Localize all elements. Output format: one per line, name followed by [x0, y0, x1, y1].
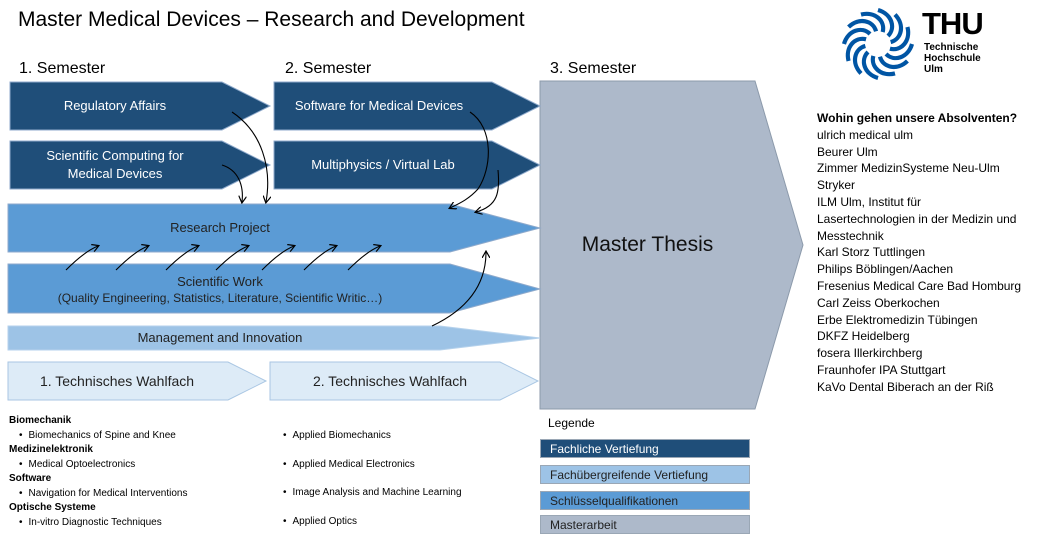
software-medical-devices-arrow [273, 81, 542, 131]
list-item: DKFZ Heidelberg [817, 329, 910, 344]
wahlfach-sem1-list: Biomechanik Biomechanics of Spine and Kn… [9, 414, 188, 530]
logo-wordmark: THU [922, 6, 984, 41]
legend-item-schluessel: Schlüsselqualifikationen [540, 491, 750, 510]
scientific-work-arrow [7, 263, 542, 314]
regulatory-affairs-arrow [9, 81, 272, 131]
wahlfach-item: Applied Biomechanics [283, 422, 462, 451]
wahlfach-category: Medizinelektronik [9, 444, 93, 455]
connector-work-3 [165, 246, 198, 271]
list-item: Stryker [817, 178, 856, 193]
wahlfach-item: Image Analysis and Machine Learning [283, 479, 462, 508]
wahlfach-item: In-vitro Diagnostic Techniques [9, 516, 188, 531]
list-item: Fresenius Medical Care Bad Homburg [817, 278, 1022, 293]
list-item: ulrich medical ulm [817, 127, 914, 142]
wahlfach-category: Software [9, 473, 52, 484]
list-item: Erbe Elektromedizin Tübingen [817, 312, 978, 327]
connector-multiphysics-to-research [476, 169, 500, 212]
thu-logo-icon [841, 7, 915, 81]
connector-work-2 [115, 246, 148, 271]
wahlfach-2-arrow [269, 361, 540, 401]
list-item: Carl Zeiss Oberkochen [817, 295, 940, 310]
alumni-heading: Wohin gehen unsere Absolventen? [817, 111, 1018, 125]
connector-sci-computing-to-research [221, 164, 242, 202]
connector-work-1 [65, 246, 98, 271]
multiphysics-label: Multiphysics / Virtual Lab [311, 157, 455, 172]
connector-work-6 [303, 246, 336, 271]
regulatory-affairs-label: Regulatory Affairs [63, 98, 167, 113]
connector-management-to-research [431, 252, 486, 327]
scientific-work-label: Scientific Work (Quality Engineering, St… [57, 274, 383, 305]
connector-work-7 [347, 246, 380, 271]
wahlfach-2-label: 2. Technisches Wahlfach [312, 373, 468, 389]
software-medical-devices-label: Software for Medical Devices [294, 98, 464, 113]
list-item: ILM Ulm, Institut für [817, 194, 922, 209]
wahlfach-item: Medical Optoelectronics [9, 458, 188, 473]
alumni-list: Wohin gehen unsere Absolventen? ulrich m… [817, 110, 1021, 396]
wahlfach-category: Optische Systeme [9, 502, 96, 513]
master-thesis-label: Master Thesis [581, 233, 714, 256]
wahlfach-item: Biomechanics of Spine and Knee [9, 429, 188, 444]
connector-regulatory-to-research [231, 111, 268, 202]
list-item: Zimmer MedizinSysteme Neu-Ulm [817, 161, 1000, 176]
list-item: Messtechnik [817, 228, 884, 243]
wahlfach-item: Applied Optics [283, 508, 462, 537]
management-label: Management and Innovation [137, 330, 303, 345]
page-title: Master Medical Devices – Research and De… [18, 8, 525, 31]
legend-item-fachliche: Fachliche Vertiefung [540, 439, 750, 458]
scientific-computing-label: Scientific Computing for Medical Devices [46, 148, 184, 181]
wahlfach-category: Biomechanik [9, 415, 72, 426]
multiphysics-arrow [273, 140, 542, 190]
list-item: Philips Böblingen/Aachen [817, 262, 954, 277]
list-item: fosera Illerkirchberg [817, 346, 923, 361]
semester-3-heading: 3. Semester [550, 60, 637, 77]
wahlfach-item: Navigation for Medical Interventions [9, 487, 188, 502]
scientific-computing-arrow [9, 140, 272, 190]
research-project-arrow [7, 203, 542, 253]
wahlfach-item: Applied Medical Electronics [283, 451, 462, 480]
semester-1-heading: 1. Semester [19, 60, 106, 77]
research-project-label: Research Project [170, 220, 270, 235]
list-item: Karl Storz Tuttlingen [817, 245, 926, 260]
connector-work-5 [261, 246, 294, 271]
list-item: Lasertechnologien in der Medizin und [817, 211, 1017, 226]
master-thesis-arrow [539, 80, 804, 410]
management-arrow [7, 325, 541, 351]
wahlfach-1-label: 1. Technisches Wahlfach [39, 373, 195, 389]
semester-2-heading: 2. Semester [285, 60, 372, 77]
list-item: KaVo Dental Biberach an der Riß [817, 379, 994, 394]
legend-item-fachuebergreifend: Fachübergreifende Vertiefung [540, 465, 750, 484]
wahlfach-sem2-list: Applied Biomechanics Applied Medical Ele… [283, 422, 462, 536]
list-item: Fraunhofer IPA Stuttgart [817, 362, 946, 377]
connector-software-to-research [450, 111, 489, 208]
legend-item-masterarbeit: Masterarbeit [540, 515, 750, 534]
wahlfach-1-arrow [7, 361, 268, 401]
list-item: Beurer Ulm [817, 144, 878, 159]
logo-subtitle: Technische Hochschule Ulm [924, 42, 981, 75]
connector-work-4 [215, 246, 248, 271]
legend-title: Legende [548, 416, 595, 430]
